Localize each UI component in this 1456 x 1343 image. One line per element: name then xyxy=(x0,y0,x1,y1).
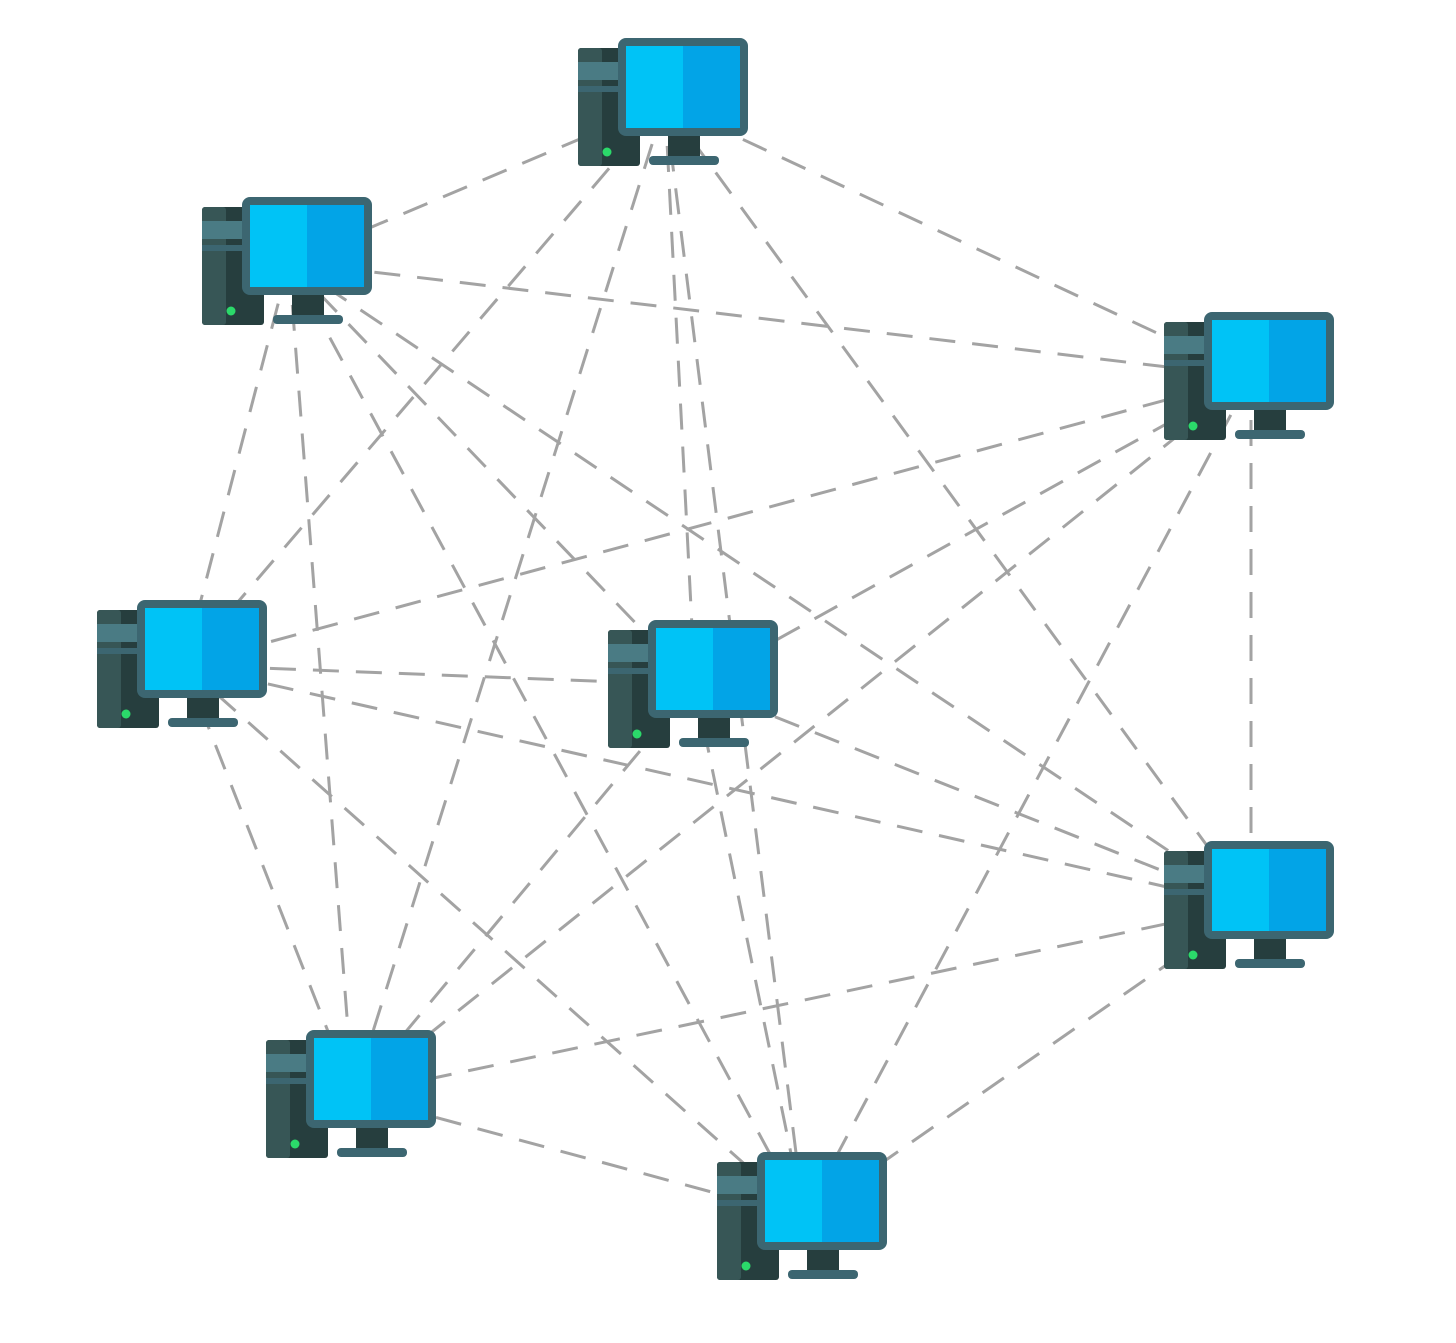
computer-icon-bottom xyxy=(717,1152,887,1280)
computer-icon-top xyxy=(578,38,748,166)
link-upper-right-to-lower-left xyxy=(352,375,1252,1097)
link-lower-right-to-lower-left xyxy=(352,904,1252,1097)
link-upper-left-to-center xyxy=(287,260,697,687)
link-top-to-middle-left xyxy=(182,102,667,666)
link-upper-right-to-bottom xyxy=(802,376,1253,1218)
link-upper-left-to-lower-right xyxy=(288,260,1252,908)
link-middle-left-to-lower-right xyxy=(183,663,1252,908)
link-upper-right-to-center xyxy=(694,375,1252,687)
computer-icon-center xyxy=(608,620,778,748)
link-upper-left-to-middle-left xyxy=(182,261,291,666)
link-upper-right-to-middle-left xyxy=(183,375,1252,667)
link-upper-left-to-bottom xyxy=(287,261,806,1218)
link-top-to-lower-left xyxy=(351,102,667,1096)
computer-icon-middle-left xyxy=(97,600,267,728)
link-center-to-bottom xyxy=(693,684,806,1218)
link-center-to-lower-right xyxy=(694,683,1252,908)
link-upper-left-to-lower-left xyxy=(287,261,355,1096)
computer-icon-upper-left xyxy=(202,197,372,325)
computer-icon-lower-right xyxy=(1164,841,1334,969)
network-links xyxy=(182,101,1253,1219)
link-upper-left-to-upper-right xyxy=(288,260,1252,379)
computer-icon-lower-left xyxy=(266,1030,436,1158)
link-top-to-center xyxy=(663,102,697,686)
link-top-to-upper-right xyxy=(664,101,1252,379)
link-middle-left-to-bottom xyxy=(183,663,805,1219)
link-top-to-lower-right xyxy=(663,102,1253,907)
link-middle-left-to-lower-left xyxy=(182,664,355,1096)
link-center-to-lower-left xyxy=(351,684,697,1096)
computer-icon-upper-right xyxy=(1164,312,1334,440)
network-nodes xyxy=(97,38,1334,1280)
